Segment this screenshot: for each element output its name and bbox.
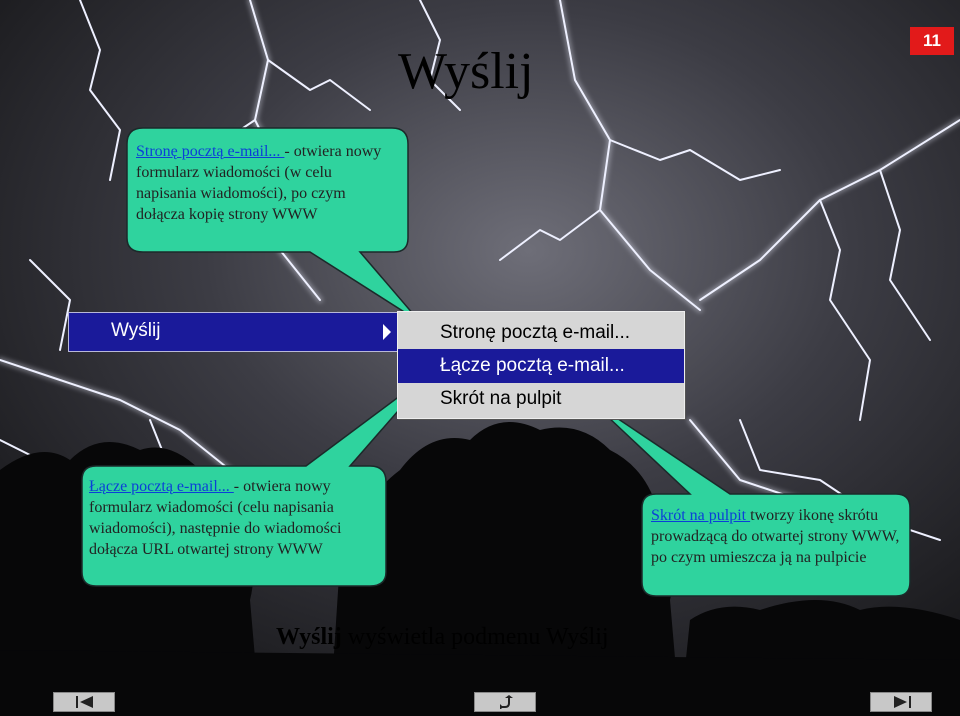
callout-description: - otwiera nowy formularz wiadomości (cel… bbox=[89, 478, 342, 558]
nav-last-button[interactable] bbox=[870, 692, 932, 712]
submenu-item-desktop-shortcut[interactable]: Skrót na pulpit bbox=[440, 388, 562, 409]
callout-description: - otwiera nowy formularz wiadomości (w c… bbox=[136, 143, 382, 223]
submenu-item-link-by-email[interactable]: Łącze pocztą e-mail... bbox=[398, 349, 684, 383]
submenu-item-page-by-email[interactable]: Stronę pocztą e-mail... bbox=[440, 322, 631, 343]
caption-rest: wyświetla podmenu Wyślij bbox=[341, 624, 609, 650]
slide-title: Wyślij bbox=[398, 43, 534, 100]
callout-term-link[interactable]: Skrót na pulpit bbox=[651, 507, 751, 524]
nav-first-icon bbox=[76, 696, 93, 708]
nav-first-button[interactable] bbox=[53, 692, 115, 712]
nav-return-icon bbox=[500, 695, 513, 709]
nav-last-icon bbox=[894, 696, 911, 708]
callout-bubble-top bbox=[126, 127, 421, 323]
slide-caption: Wyślij wyświetla podmenu Wyślij bbox=[276, 624, 609, 651]
tree-silhouettes bbox=[0, 422, 960, 716]
submenu-arrow-icon bbox=[383, 324, 391, 340]
callout-link-by-email: Łącze pocztą e-mail... - otwiera nowy fo… bbox=[89, 476, 379, 560]
callout-bubble-left bbox=[81, 371, 433, 587]
callout-page-by-email: Stronę pocztą e-mail... - otwiera nowy f… bbox=[136, 141, 396, 225]
callout-shapes bbox=[81, 127, 911, 597]
slide-number-badge: 11 bbox=[910, 27, 954, 55]
caption-term: Wyślij bbox=[276, 624, 342, 650]
callout-term-link[interactable]: Łącze pocztą e-mail... bbox=[89, 478, 234, 495]
callout-desktop-shortcut: Skrót na pulpit tworzy ikonę skrótu prow… bbox=[651, 505, 906, 568]
menu-item-send-label: Wyślij bbox=[111, 320, 161, 341]
callout-bubble-right bbox=[589, 399, 911, 597]
menu-item-send[interactable]: Wyślij bbox=[68, 312, 398, 352]
nav-return-button[interactable] bbox=[474, 692, 536, 712]
send-submenu: Stronę pocztą e-mail... Łącze pocztą e-m… bbox=[397, 311, 685, 419]
callout-description: tworzy ikonę skrótu prowadzącą do otwart… bbox=[651, 507, 900, 566]
callout-term-link[interactable]: Stronę pocztą e-mail... bbox=[136, 143, 285, 160]
